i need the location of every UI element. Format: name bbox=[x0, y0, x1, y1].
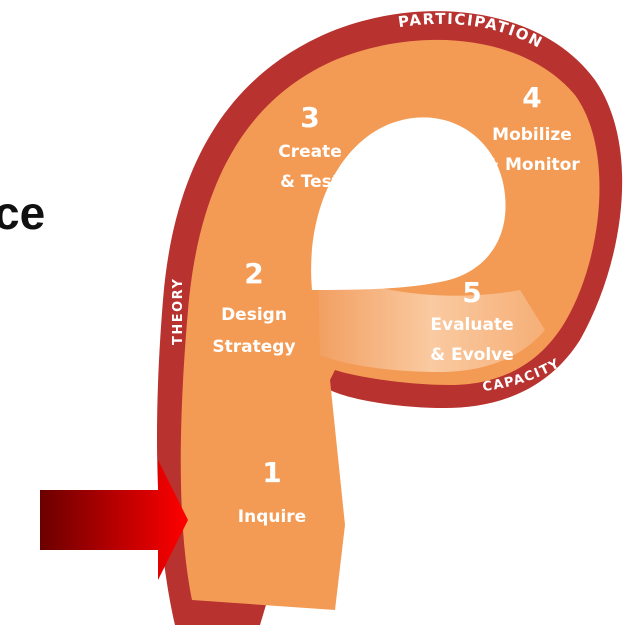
step-5-number: 5 bbox=[462, 276, 481, 309]
step-2-label-line1: Design bbox=[221, 305, 287, 325]
step-3: 3 Create & Test bbox=[278, 101, 342, 192]
step-4: 4 Mobilize & Monitor bbox=[484, 81, 580, 175]
step-1: 1 Inquire bbox=[238, 456, 306, 527]
step-2: 2 Design Strategy bbox=[212, 257, 295, 357]
step-5: 5 Evaluate & Evolve bbox=[430, 276, 514, 365]
step-1-number: 1 bbox=[262, 456, 281, 489]
inner-fold-shade bbox=[318, 265, 545, 372]
rim-label-theory: THEORY bbox=[171, 278, 186, 345]
step-5-label-line1: Evaluate bbox=[430, 315, 513, 335]
cropped-heading-text: ce bbox=[0, 187, 46, 239]
step-2-number: 2 bbox=[244, 257, 263, 290]
step-1-label: Inquire bbox=[238, 507, 306, 527]
arrow-pointer bbox=[40, 460, 188, 580]
step-4-label-line1: Mobilize bbox=[492, 125, 572, 145]
step-5-label-line2: & Evolve bbox=[430, 345, 514, 365]
step-4-number: 4 bbox=[522, 81, 541, 114]
step-2-label-line2: Strategy bbox=[212, 337, 295, 357]
loop-hole bbox=[311, 117, 506, 290]
step-3-label-line2: & Test bbox=[280, 172, 340, 192]
step-3-label-line1: Create bbox=[278, 142, 342, 162]
step-4-label-line2: & Monitor bbox=[484, 155, 580, 175]
step-3-number: 3 bbox=[300, 101, 319, 134]
